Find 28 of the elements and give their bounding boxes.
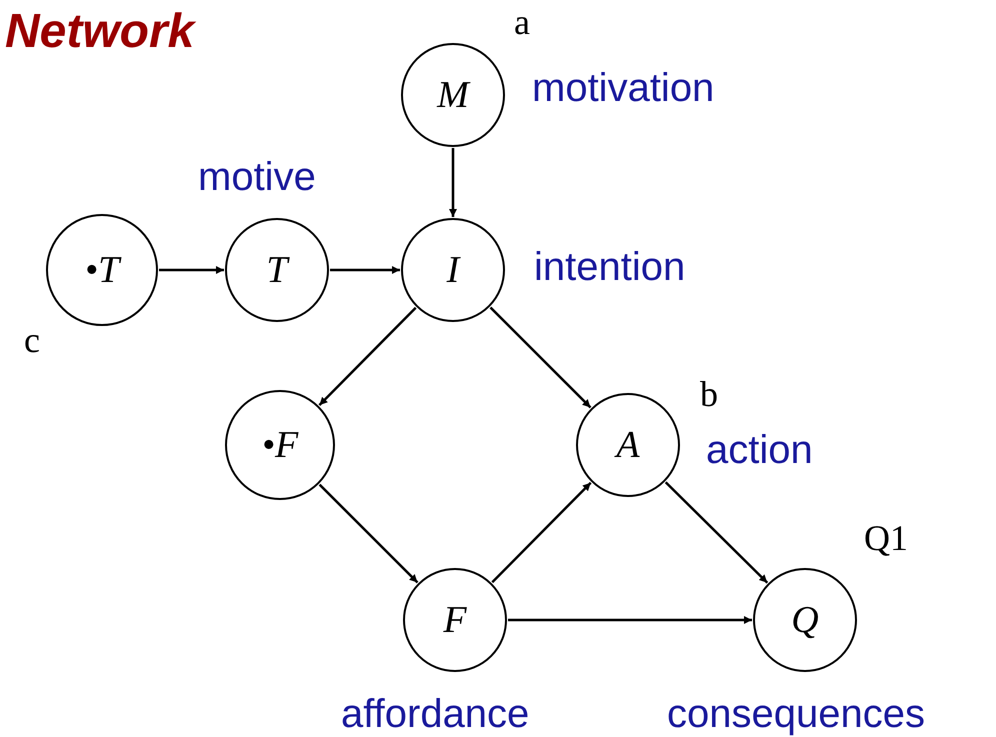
- title: Network: [5, 8, 194, 56]
- node-caption: affordance: [341, 694, 530, 734]
- node-symbol: T: [266, 248, 288, 292]
- arrow: [491, 482, 592, 584]
- node-caption: consequences: [667, 694, 925, 734]
- panel-letter: b: [700, 376, 718, 412]
- node-symbol: •T: [84, 248, 120, 292]
- panel-letter: Q1: [864, 520, 908, 556]
- arrow: [490, 306, 592, 408]
- arrow: [449, 148, 457, 217]
- node-caption: motivation: [532, 68, 714, 108]
- node-symbol: F: [443, 598, 467, 642]
- node-caption: action: [706, 430, 813, 470]
- node-symbol: I: [446, 248, 460, 292]
- arrow: [159, 266, 224, 274]
- panel-letter: a: [514, 4, 530, 40]
- arrow: [318, 306, 417, 406]
- node-symbol: Q: [791, 598, 819, 642]
- node-symbol: M: [437, 73, 469, 117]
- node-symbol: A: [616, 423, 640, 467]
- arrow: [664, 481, 768, 584]
- node-caption: intention: [534, 247, 686, 287]
- arrow: [330, 266, 400, 274]
- arrow: [318, 484, 418, 584]
- node-caption: motive: [198, 157, 316, 197]
- node-symbol: •F: [262, 423, 298, 467]
- arrow: [508, 616, 752, 624]
- panel-letter: c: [24, 322, 40, 358]
